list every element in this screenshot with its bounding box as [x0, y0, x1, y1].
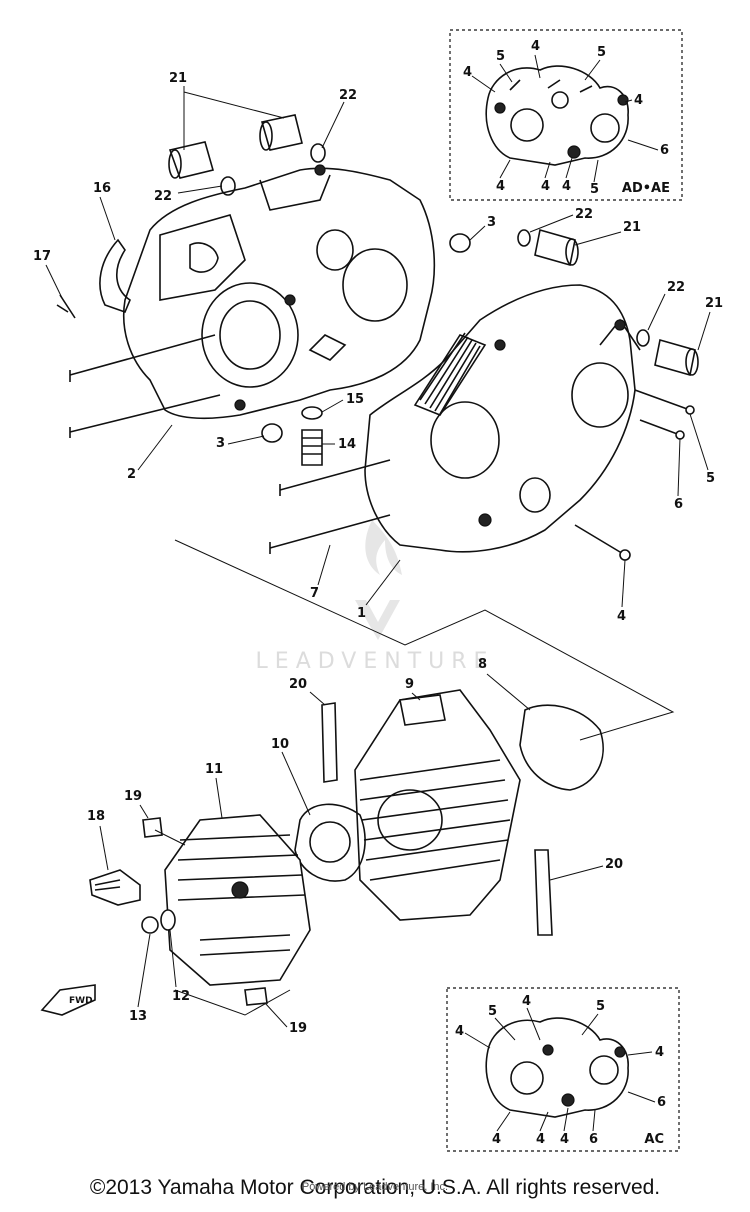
- inset-ac: AC 4 5 5 4 4 6 4 4 4 6: [446, 987, 680, 1152]
- part-13: [141, 916, 159, 934]
- group-line-crankcase: [174, 539, 675, 741]
- callout-inset-bottom-4c: 4: [655, 1045, 664, 1060]
- callout-inset-bottom-4b: 4: [455, 1024, 464, 1039]
- callout-inset-top-5b: 5: [597, 45, 606, 60]
- callout-inset-top-4a: 4: [531, 39, 540, 54]
- callout-10: 10: [271, 737, 289, 752]
- callout-inset-top-4c: 4: [634, 93, 643, 108]
- callout-16: 16: [93, 181, 111, 196]
- cylinder-head: [164, 814, 311, 986]
- copyright-notice: ©2013 Yamaha Motor Corporation, U.S.A. A…: [89, 1176, 661, 1199]
- bushings-upper-left: [168, 114, 326, 196]
- callout-inset-bottom-6a: 6: [657, 1095, 666, 1110]
- drain-plug-parts: [301, 406, 323, 466]
- callout-inset-bottom-4f: 4: [560, 1132, 569, 1147]
- callout-inset-top-5a: 5: [496, 49, 505, 64]
- callout-inset-top-4b: 4: [463, 65, 472, 80]
- callout-inset-bottom-6b: 6: [589, 1132, 598, 1147]
- callout-14: 14: [338, 437, 356, 452]
- callout-20b: 20: [605, 857, 623, 872]
- callout-inset-top-4d: 4: [496, 179, 505, 194]
- callout-22a: 22: [339, 88, 357, 103]
- part-10: [294, 803, 366, 882]
- callout-9: 9: [405, 677, 414, 692]
- callout-inset-bottom-5a: 5: [488, 1004, 497, 1019]
- callout-22c: 22: [575, 207, 593, 222]
- callouts: 21 22 16 22 17 3 22 21 22 21 15 14 3 2 5…: [33, 71, 723, 1036]
- part-17: [56, 294, 76, 319]
- callout-inset-bottom-4a: 4: [522, 994, 531, 1009]
- right-crankcase: [269, 284, 641, 554]
- callout-3a: 3: [487, 215, 496, 230]
- copyright-overlay: Powered by Leadventure, Inc.: [301, 1181, 449, 1193]
- part-20b: [534, 849, 553, 936]
- watermark-text: LEADVENTURE: [256, 649, 495, 674]
- callout-inset-bottom-4e: 4: [536, 1132, 545, 1147]
- callout-1: 1: [357, 606, 366, 621]
- callout-22b: 22: [154, 189, 172, 204]
- callout-inset-top-6: 6: [660, 143, 669, 158]
- cylinder: [354, 689, 521, 921]
- callout-20a: 20: [289, 677, 307, 692]
- callout-12: 12: [172, 989, 190, 1004]
- part-19a: [142, 817, 163, 838]
- inset-ad-ae: AD•AE 4 5 5 4 4 6 4 4 4 5: [449, 29, 683, 201]
- part-20a: [321, 702, 338, 783]
- callout-inset-top-4f: 4: [562, 179, 571, 194]
- callout-inset-top-4e: 4: [541, 179, 550, 194]
- callout-inset-top-5c: 5: [590, 182, 599, 197]
- callout-22d: 22: [667, 280, 685, 295]
- front-arrow-icon: FWD: [40, 984, 96, 1016]
- group-line-head: [154, 829, 291, 1016]
- callout-8: 8: [478, 657, 487, 672]
- callout-19b: 19: [289, 1021, 307, 1036]
- dowel-pins: [261, 233, 471, 443]
- callout-18: 18: [87, 809, 105, 824]
- callout-4a: 4: [617, 609, 626, 624]
- callout-13: 13: [129, 1009, 147, 1024]
- callout-inset-bottom-5b: 5: [596, 999, 605, 1014]
- callout-11: 11: [205, 762, 223, 777]
- callout-7: 7: [310, 586, 319, 601]
- callout-3b: 3: [216, 436, 225, 451]
- front-arrow-label: FWD: [69, 996, 93, 1006]
- inset-top-label: AD•AE: [622, 181, 670, 196]
- callout-21a: 21: [169, 71, 187, 86]
- callout-2: 2: [127, 467, 136, 482]
- part-12: [160, 909, 176, 931]
- part-16: [99, 238, 131, 314]
- callout-17: 17: [33, 249, 51, 264]
- watermark: LEADVENTURE: [256, 520, 495, 674]
- callout-15: 15: [346, 392, 364, 407]
- part-19b: [244, 987, 268, 1006]
- callout-21c: 21: [705, 296, 723, 311]
- left-crankcase: [69, 164, 436, 438]
- callout-19a: 19: [124, 789, 142, 804]
- bushings-right: [517, 228, 699, 377]
- callout-6a: 6: [674, 497, 683, 512]
- inset-bottom-label: AC: [644, 1132, 664, 1147]
- crankcase-bolts: [574, 389, 695, 561]
- callout-inset-bottom-4d: 4: [492, 1132, 501, 1147]
- callout-5a: 5: [706, 471, 715, 486]
- part-8: [519, 704, 604, 791]
- callout-21b: 21: [623, 220, 641, 235]
